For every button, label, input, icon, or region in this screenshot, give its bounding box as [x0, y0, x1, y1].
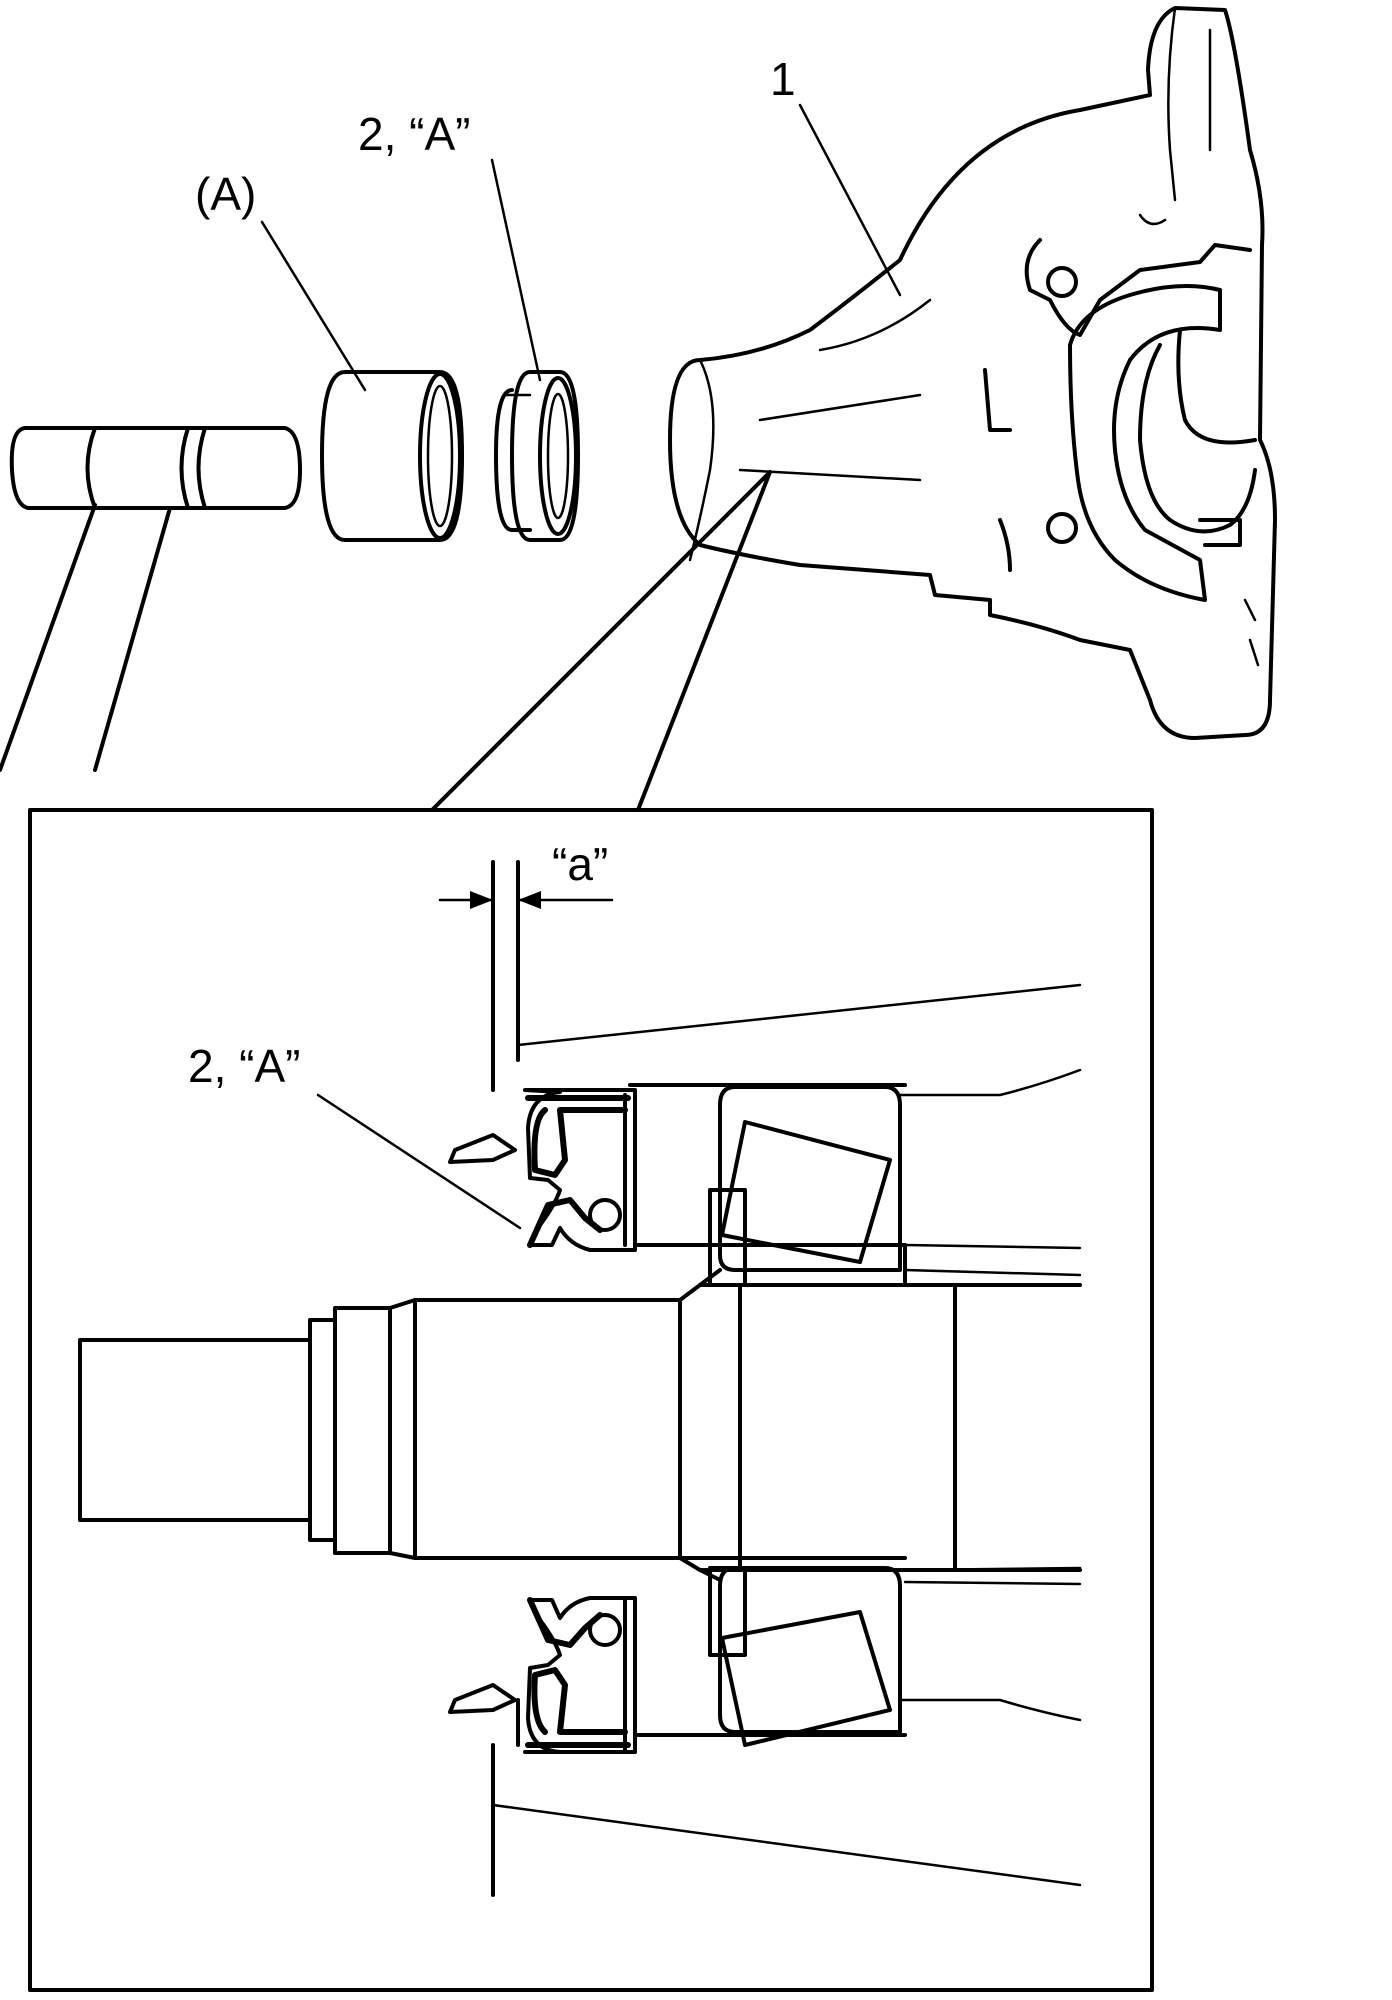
special-tool-a — [320, 370, 464, 542]
label-oil-seal-top: 2, “A” — [358, 108, 470, 160]
drift-handle — [0, 426, 302, 772]
label-oil-seal-detail: 2, “A” — [188, 1040, 300, 1092]
detail-callout-lines — [430, 470, 772, 812]
differential-housing — [668, 6, 1277, 740]
label-housing: 1 — [770, 53, 796, 105]
leader-lines-top — [260, 103, 902, 392]
label-special-tool: (A) — [195, 168, 256, 220]
oil-seal-exploded — [494, 370, 580, 542]
detail-cross-section — [28, 808, 1154, 1992]
label-dimension-a: “a” — [552, 838, 608, 890]
